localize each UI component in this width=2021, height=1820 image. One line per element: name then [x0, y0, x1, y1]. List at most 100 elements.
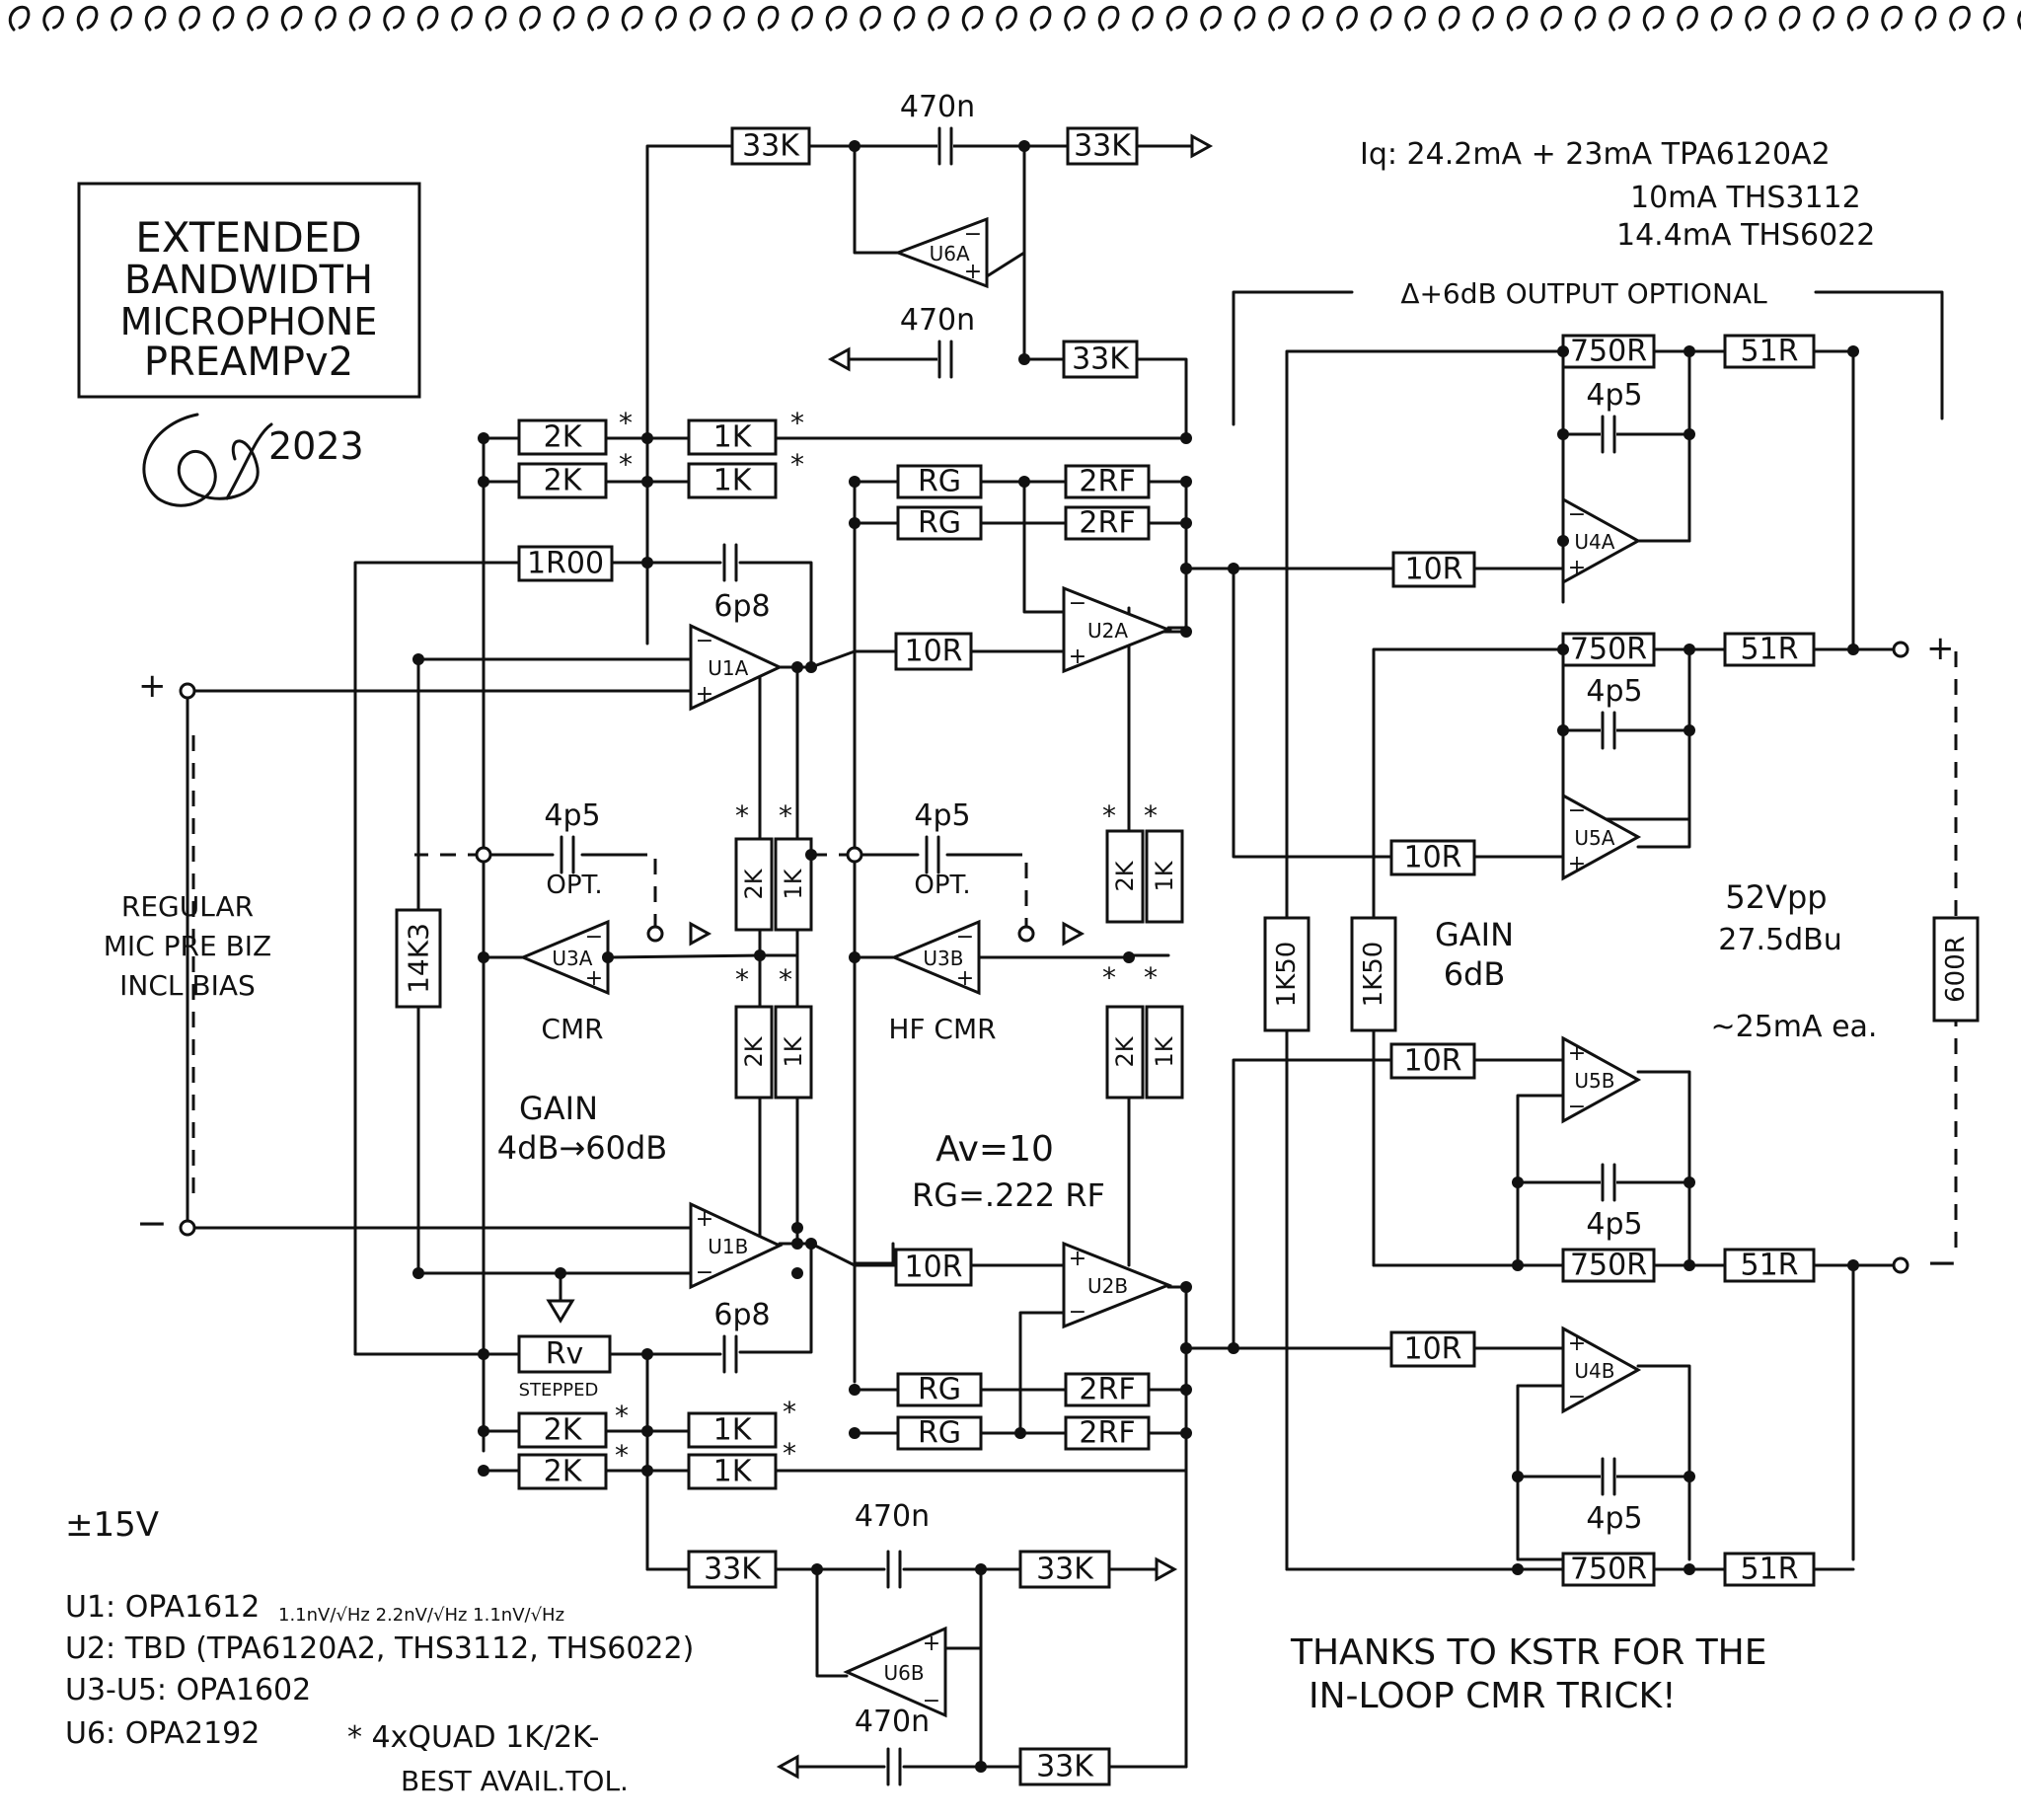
spiral-ring [280, 5, 303, 32]
opamp-u2a: −+U2A [1062, 585, 1173, 674]
cmr-opt-dash [414, 853, 657, 934]
junction-dot [1557, 724, 1569, 736]
u6-note: U6: OPA2192 [65, 1716, 260, 1751]
opamp-pin-bottom: + [964, 260, 982, 284]
opamp-u6a: −+U6A [893, 216, 989, 289]
opamp-u1b: +−U1B [689, 1201, 784, 1290]
junction-dot [412, 653, 424, 665]
junction-dot [1123, 951, 1135, 963]
resistor-rg_t1: RG [896, 464, 983, 499]
spiral-ring [825, 5, 848, 32]
hfcmr-opt-dash [789, 853, 1028, 934]
quad-note-1: * 4xQUAD 1K/2K- [347, 1720, 599, 1755]
opamp-label-u3b: U3B [923, 947, 963, 970]
resistor-q2_2k: 2K [734, 1005, 774, 1100]
spiral-ring [76, 5, 99, 32]
junction-dot [849, 951, 861, 963]
resistor-r1k_b2: 1K [687, 1453, 778, 1490]
junction-dot [1512, 1259, 1524, 1271]
junction-dot [1018, 476, 1030, 488]
resistor-label-r10_u5a: 10R [1403, 841, 1461, 875]
resistor-label-rg_t1: RG [918, 465, 961, 499]
junction-dot [1228, 563, 1239, 574]
junction-dot [641, 476, 653, 488]
opamp-label-u1a: U1A [708, 656, 748, 680]
capacitor-c4p5_o3: 4p5 [1586, 1163, 1643, 1242]
spiral-ring [1165, 5, 1188, 32]
resistor-r750_1: 750R [1561, 334, 1656, 369]
junction-dot [849, 476, 861, 488]
opamp-pin-bottom: + [956, 966, 974, 991]
spiral-ring [144, 5, 167, 32]
opamp-pin-top: + [1568, 1331, 1586, 1356]
spiral-ring [723, 5, 745, 32]
spiral-ring [2017, 10, 2021, 31]
junction-dot [641, 432, 653, 444]
spiral-ring [1813, 5, 1834, 32]
resistor-label-r1k50_2: 1K50 [1359, 942, 1388, 1008]
current-label: ~25mA ea. [1711, 1010, 1878, 1044]
capacitor-c6p8_t: 6p8 [713, 543, 771, 624]
opamp-u2b: +−U2B [1062, 1241, 1173, 1329]
capacitor-label-c470_t1: 470n [900, 90, 975, 124]
wiper-arrow [546, 1299, 575, 1324]
opamp-label-u4b: U4B [1574, 1359, 1614, 1383]
junction-dot [754, 949, 766, 961]
spiral-ring [383, 5, 405, 32]
resistor-label-r51_3: 51R [1740, 1249, 1798, 1283]
vpp-label: 52Vpp [1725, 878, 1827, 916]
opamp-u4a: −+U4A [1561, 496, 1642, 585]
spiral-ring [1914, 5, 1937, 32]
resistor-r51_1: 51R [1723, 334, 1816, 369]
title-line-4: PREAMPv2 [144, 340, 353, 385]
opamp-pin-top: − [1069, 591, 1086, 616]
iq-line-3: 14.4mA THS6022 [1616, 218, 1875, 253]
opamp-u5b: +−U5B [1561, 1035, 1642, 1124]
capacitor-c4p5_o2: 4p5 [1586, 674, 1643, 750]
resistor-q1_2k: 2K [734, 837, 774, 932]
capacitor-label-c6p8_t: 6p8 [713, 589, 770, 624]
prebiz-line-2: MIC PRE BIZ [104, 930, 271, 962]
resistor-label-rf_t2: 2RF [1079, 506, 1135, 541]
output-arrow [827, 346, 851, 372]
junction-dot [1228, 1342, 1239, 1354]
junction-dot [811, 1563, 823, 1575]
junction-dot [1684, 724, 1695, 736]
junction-dot [478, 1425, 489, 1437]
matched-star: * [783, 1396, 796, 1428]
resistor-label-r750_2: 750R [1570, 633, 1647, 667]
terminal [846, 846, 863, 864]
opamp-pin-bottom: − [1568, 1385, 1586, 1409]
capacitor-c470_t2: 470n [900, 303, 975, 379]
resistor-rg_b2: RG [896, 1415, 983, 1451]
resistor-r750_2: 750R [1561, 632, 1656, 667]
spiral-ring [1642, 5, 1665, 32]
resistor-label-r14k3: 14K3 [403, 923, 435, 994]
terminal [1892, 641, 1909, 658]
matched-star: * [735, 963, 749, 996]
opamp-u3b: −+U3B [890, 919, 981, 996]
resistor-rf_b2: 2RF [1064, 1415, 1151, 1451]
capacitor-label-c470_t2: 470n [900, 303, 975, 338]
junction-dot [641, 557, 653, 569]
dbu-label: 27.5dBu [1718, 923, 1841, 957]
title-line-2: BANDWIDTH [124, 258, 373, 303]
junction-dot [1180, 432, 1192, 444]
junction-dot [1847, 345, 1859, 357]
capacitor-c6p8_b: 6p8 [713, 1298, 771, 1374]
terminal [179, 1219, 196, 1237]
signature-logo [142, 413, 273, 507]
opamp-label-u5a: U5A [1574, 826, 1614, 850]
matched-star: * [615, 1439, 629, 1472]
resistor-label-r51_1: 51R [1740, 335, 1798, 369]
terminal [1017, 925, 1035, 943]
spiral-ring [451, 5, 473, 32]
opamp-pin-top: − [696, 629, 713, 653]
junction-dot [1847, 644, 1859, 655]
junction-dot [1180, 563, 1192, 574]
u1-noise-note: 1.1nV/√Hz 2.2nV/√Hz 1.1nV/√Hz [278, 1605, 564, 1626]
matched-star: * [790, 407, 804, 439]
spiral-ring [1370, 5, 1392, 32]
opamp-pin-bottom: + [1568, 556, 1586, 580]
spiral-ring [587, 5, 609, 32]
